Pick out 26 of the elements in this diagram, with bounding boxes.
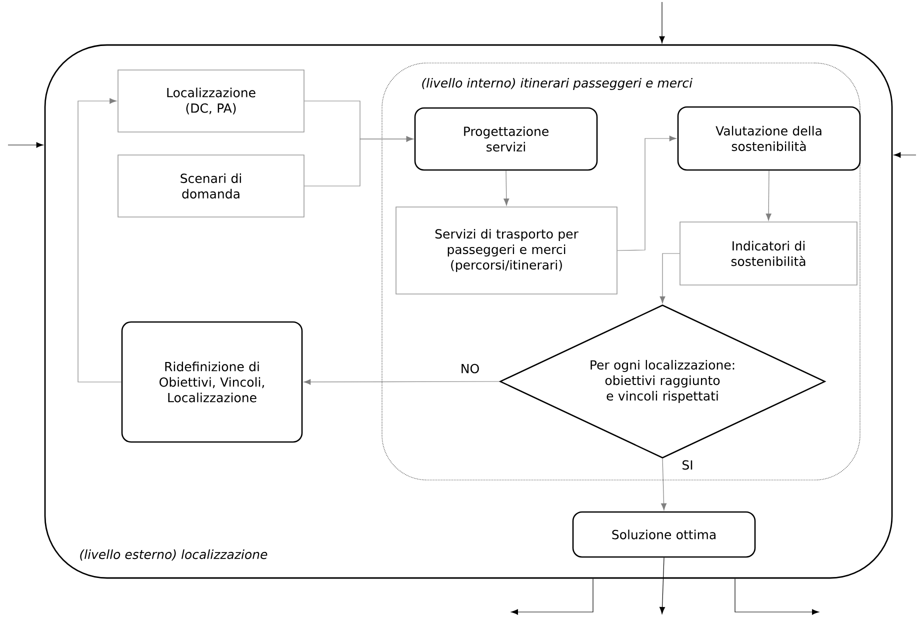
process-box: Localizzazione (DC, PA) — [118, 70, 304, 132]
arrow — [617, 136, 676, 251]
process-box: Indicatori di sostenibilità — [680, 222, 858, 286]
arrow — [661, 458, 667, 510]
arrow — [78, 98, 122, 382]
arrow — [510, 578, 594, 615]
arrow — [304, 379, 500, 385]
process-box: Valutazione della sostenibilità — [677, 106, 861, 171]
edge-label: NO — [458, 362, 482, 375]
arrow — [504, 170, 510, 206]
process-box: Soluzione ottima — [572, 511, 756, 558]
process-box: Servizi di trasporto per passeggeri e merci (percorsi/itinerari) — [396, 206, 618, 294]
edge-label: SI — [680, 458, 695, 472]
arrow — [734, 578, 820, 615]
frame-label: (livello interno) itinerari passeggeri e merci — [422, 78, 692, 90]
process-box: Scenari di domanda — [118, 154, 304, 218]
arrow — [659, 2, 665, 44]
frame-label: (livello esterno) localizzazione — [80, 549, 268, 561]
process-box: Progettazione servizi — [414, 107, 598, 171]
arrow — [894, 152, 916, 158]
arrow — [766, 170, 772, 221]
process-box: Ridefinizione di Obiettivi, Vincoli, Localizzazione — [121, 321, 303, 443]
arrow — [304, 136, 414, 186]
arrow — [660, 557, 666, 614]
arrow — [660, 253, 680, 304]
arrow — [8, 142, 44, 148]
